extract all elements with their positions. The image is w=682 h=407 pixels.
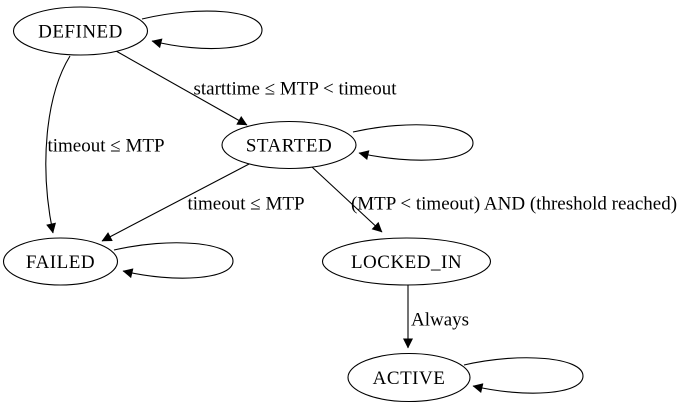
edge-label-started-to-failed: timeout ≤ MTP <box>187 194 304 215</box>
node-ellipse-active <box>347 352 471 403</box>
node-ellipse-defined <box>12 6 149 56</box>
edge-started-to-locked-in <box>311 166 383 233</box>
edge-defined-to-started <box>115 50 248 126</box>
node-ellipse-failed <box>2 237 119 286</box>
edge-started-to-failed <box>101 162 252 242</box>
node-label-active: ACTIVE <box>373 368 446 389</box>
edge-label-defined-to-started: starttime ≤ MTP < timeout <box>193 79 397 100</box>
node-failed: FAILED <box>2 237 119 286</box>
node-label-defined: DEFINED <box>38 22 123 43</box>
self-loop-defined <box>141 10 263 50</box>
node-ellipse-locked-in <box>321 237 492 286</box>
node-label-locked-in: LOCKED_IN <box>351 252 462 273</box>
self-loop-started <box>352 124 474 161</box>
node-defined: DEFINED <box>12 6 149 56</box>
edge-label-defined-to-failed: timeout ≤ MTP <box>47 136 164 157</box>
node-locked-in: LOCKED_IN <box>321 237 492 286</box>
edge-defined-to-failed <box>45 55 71 234</box>
self-loop-failed <box>113 242 234 279</box>
node-started: STARTED <box>221 120 357 170</box>
self-loop-active <box>463 357 584 394</box>
node-label-started: STARTED <box>246 136 332 157</box>
edge-label-locked-in-to-active: Always <box>411 310 469 331</box>
node-label-failed: FAILED <box>26 252 95 273</box>
edge-label-started-to-locked-in: (MTP < timeout) AND (threshold reached) <box>351 194 677 215</box>
node-active: ACTIVE <box>347 352 471 403</box>
node-ellipse-started <box>221 120 357 170</box>
